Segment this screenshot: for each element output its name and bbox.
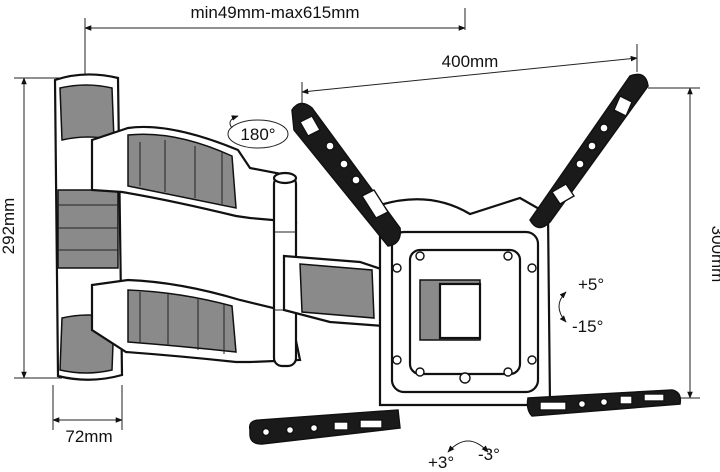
wall-plate-depth-label: 72mm: [65, 427, 112, 446]
tv-plate: [378, 196, 552, 407]
vesa-height-label: 300mm: [708, 226, 720, 283]
vesa-width-label: 400mm: [442, 52, 499, 71]
wall-plate-height-dimension: 292mm: [0, 77, 62, 379]
lower-arm: [90, 278, 302, 364]
extension-dimension: min49mm-max615mm: [84, 3, 466, 78]
tilt-up-label: +5°: [578, 275, 604, 294]
rotation-indicator: +3° -3°: [428, 440, 500, 472]
extension-label: min49mm-max615mm: [190, 3, 359, 22]
swivel-indicator: 180°: [227, 115, 289, 149]
forearm: [282, 254, 386, 328]
wall-plate-depth-dimension: 72mm: [52, 385, 123, 446]
bottom-left-vesa-bracket: [248, 409, 401, 445]
rotate-minus-label: -3°: [478, 445, 500, 464]
vesa-width-dimension: 400mm: [301, 44, 638, 112]
tilt-down-label: -15°: [572, 317, 603, 336]
tilt-indicator: +5° -15°: [558, 275, 604, 336]
swivel-label: 180°: [240, 125, 275, 144]
rotate-plus-label: +3°: [428, 453, 454, 472]
left-vesa-bracket: [291, 102, 401, 247]
wall-plate-height-label: 292mm: [0, 198, 18, 255]
right-vesa-bracket: [529, 73, 649, 229]
bottom-right-vesa-bracket: [526, 389, 682, 417]
vesa-height-dimension: 300mm: [648, 87, 720, 399]
